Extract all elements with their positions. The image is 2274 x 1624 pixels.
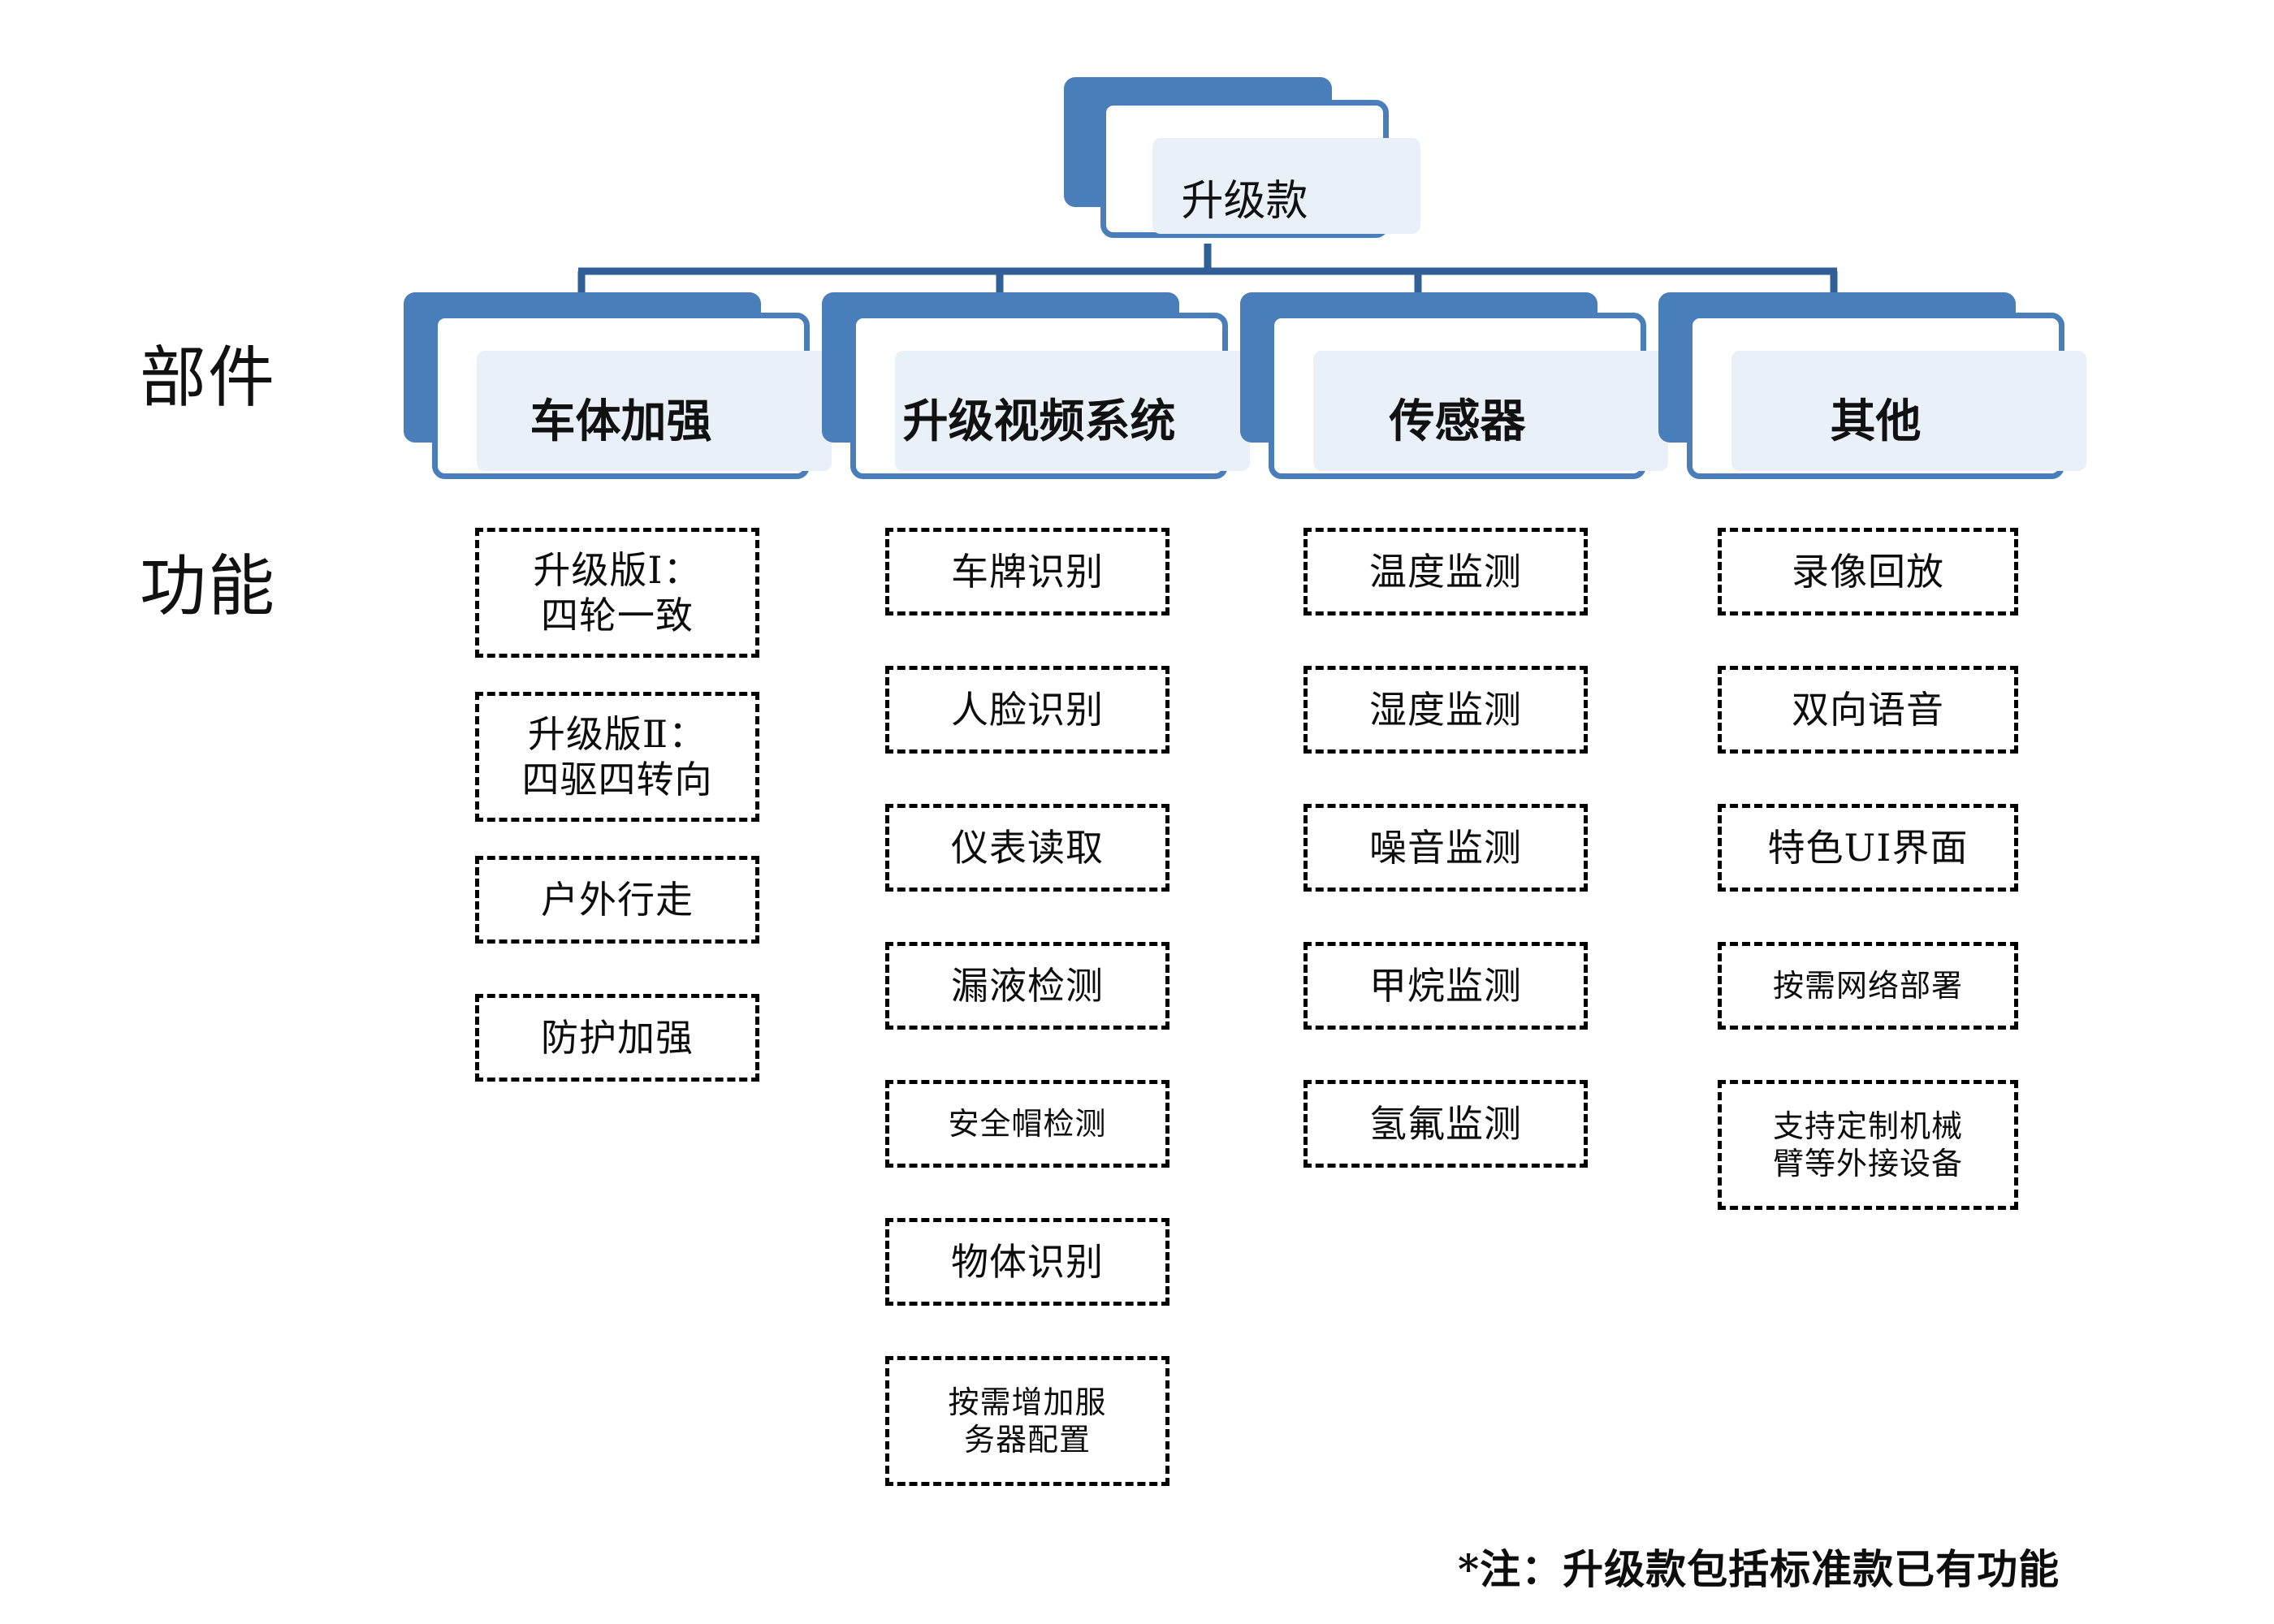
function-box-line: 升级版Ⅱ：: [527, 711, 707, 756]
function-box-text: 特色UI界面: [1768, 825, 1969, 870]
function-box-text: 车牌识别: [951, 549, 1104, 594]
function-box-line: 物体识别: [951, 1239, 1104, 1284]
function-box-text: 噪音监测: [1369, 825, 1522, 870]
function-box[interactable]: 升级版Ⅱ：四驱四转向: [475, 692, 759, 822]
function-box-line: 甲烷监测: [1369, 963, 1522, 1008]
function-box-line: 安全帽检测: [948, 1105, 1107, 1142]
function-box[interactable]: 特色UI界面: [1718, 804, 2018, 892]
function-column-0: 升级版Ⅰ：四轮一致升级版Ⅱ：四驱四转向户外行走防护加强: [475, 528, 759, 1132]
function-box-text: 安全帽检测: [948, 1105, 1106, 1142]
function-box-line: 仪表读取: [951, 825, 1104, 870]
function-box-line: 防护加强: [541, 1015, 694, 1060]
function-box-text: 升级版Ⅰ：四轮一致: [533, 547, 701, 638]
function-box[interactable]: 升级版Ⅰ：四轮一致: [475, 528, 759, 658]
function-box[interactable]: 支持定制机械臂等外接设备: [1718, 1080, 2018, 1210]
function-box-text: 升级版Ⅱ：四驱四转向: [522, 711, 713, 802]
function-box-line: 臂等外接设备: [1772, 1146, 1963, 1181]
function-box-line: 录像回放: [1792, 549, 1944, 594]
function-box[interactable]: 人脸识别: [885, 666, 1169, 754]
function-box-text: 防护加强: [541, 1015, 694, 1060]
function-box[interactable]: 防护加强: [475, 994, 759, 1082]
function-box-text: 户外行走: [541, 877, 694, 922]
function-box-text: 双向语音: [1792, 687, 1944, 732]
function-box[interactable]: 安全帽检测: [885, 1080, 1169, 1168]
function-box[interactable]: 车牌识别: [885, 528, 1169, 615]
component-node-inner-fill: [1731, 351, 2086, 471]
component-node-3[interactable]: 其他: [1658, 292, 2086, 479]
function-box-text: 氢氟监测: [1369, 1101, 1522, 1147]
function-box[interactable]: 按需增加服务器配置: [885, 1356, 1169, 1486]
function-box-line: 特色UI界面: [1767, 825, 1969, 870]
function-box-line: 按需增加服: [948, 1384, 1107, 1420]
function-box-line: 升级版Ⅰ：: [533, 547, 702, 592]
function-box-line: 温度监测: [1369, 549, 1522, 594]
component-node-label: 其他: [1830, 395, 1922, 448]
function-column-2: 温度监测湿度监测噪音监测甲烷监测氢氟监测: [1303, 528, 1588, 1218]
function-box-text: 仪表读取: [951, 825, 1104, 870]
function-box-text: 按需网络部署: [1773, 967, 1963, 1004]
root-node-inner-fill: [1152, 138, 1420, 234]
function-box[interactable]: 甲烷监测: [1303, 942, 1588, 1030]
function-box-line: 户外行走: [541, 877, 694, 922]
function-box-text: 录像回放: [1792, 549, 1944, 594]
function-box-text: 物体识别: [951, 1239, 1104, 1285]
root-node-card: 升级款: [1100, 100, 1420, 238]
function-box[interactable]: 噪音监测: [1303, 804, 1588, 892]
function-box-line: 务器配置: [963, 1422, 1091, 1458]
function-box-text: 温度监测: [1369, 549, 1522, 594]
function-box[interactable]: 户外行走: [475, 856, 759, 944]
component-node-label: 车体加强: [530, 395, 712, 448]
component-node-inner-fill: [1313, 351, 1668, 471]
function-box-line: 按需网络部署: [1772, 967, 1963, 1004]
function-box[interactable]: 温度监测: [1303, 528, 1588, 615]
function-box-line: 车牌识别: [951, 549, 1104, 594]
function-box-line: 漏液检测: [951, 963, 1104, 1008]
component-node-1[interactable]: 升级视频系统: [822, 292, 1250, 479]
function-box-line: 噪音监测: [1369, 825, 1522, 870]
function-column-1: 车牌识别人脸识别仪表读取漏液检测安全帽检测物体识别按需增加服务器配置: [885, 528, 1169, 1520]
function-box-text: 甲烷监测: [1369, 963, 1522, 1009]
component-node-card: 其他: [1687, 313, 2086, 479]
function-box[interactable]: 仪表读取: [885, 804, 1169, 892]
function-box-line: 双向语音: [1792, 687, 1944, 732]
function-box-text: 支持定制机械臂等外接设备: [1773, 1108, 1963, 1183]
component-node-inner-fill: [895, 351, 1250, 471]
root-node-upgraded-model[interactable]: 升级款: [1064, 77, 1420, 256]
function-box[interactable]: 湿度监测: [1303, 666, 1588, 754]
function-box-line: 氢氟监测: [1369, 1101, 1522, 1146]
function-box[interactable]: 录像回放: [1718, 528, 2018, 615]
component-node-card: 升级视频系统: [850, 313, 1250, 479]
footnote-note: *注：升级款包括标准款已有功能: [1458, 1545, 2060, 1593]
root-node-label: 升级款: [1181, 177, 1308, 226]
function-box-text: 漏液检测: [951, 963, 1104, 1009]
function-box-line: 四轮一致: [540, 594, 694, 637]
row-label-components: 部件: [140, 339, 277, 417]
function-box[interactable]: 双向语音: [1718, 666, 2018, 754]
function-box[interactable]: 氢氟监测: [1303, 1080, 1588, 1168]
function-column-3: 录像回放双向语音特色UI界面按需网络部署支持定制机械臂等外接设备: [1718, 528, 2018, 1244]
function-box-line: 支持定制机械: [1772, 1108, 1963, 1144]
component-node-2[interactable]: 传感器: [1240, 292, 1668, 479]
function-box[interactable]: 物体识别: [885, 1218, 1169, 1306]
function-box-text: 湿度监测: [1369, 687, 1522, 732]
function-box-text: 人脸识别: [951, 687, 1104, 732]
row-label-functions: 功能: [140, 548, 277, 625]
function-box[interactable]: 漏液检测: [885, 942, 1169, 1030]
function-box-line: 湿度监测: [1369, 687, 1522, 732]
component-node-label: 传感器: [1389, 395, 1526, 448]
component-node-card: 车体加强: [432, 313, 832, 479]
function-box-line: 四驱四转向: [521, 758, 713, 801]
component-node-0[interactable]: 车体加强: [404, 292, 832, 479]
function-box[interactable]: 按需网络部署: [1718, 942, 2018, 1030]
function-box-line: 人脸识别: [951, 687, 1104, 732]
component-node-label: 升级视频系统: [902, 395, 1176, 448]
function-box-text: 按需增加服务器配置: [948, 1384, 1106, 1459]
component-node-inner-fill: [477, 351, 832, 471]
component-node-card: 传感器: [1269, 313, 1668, 479]
